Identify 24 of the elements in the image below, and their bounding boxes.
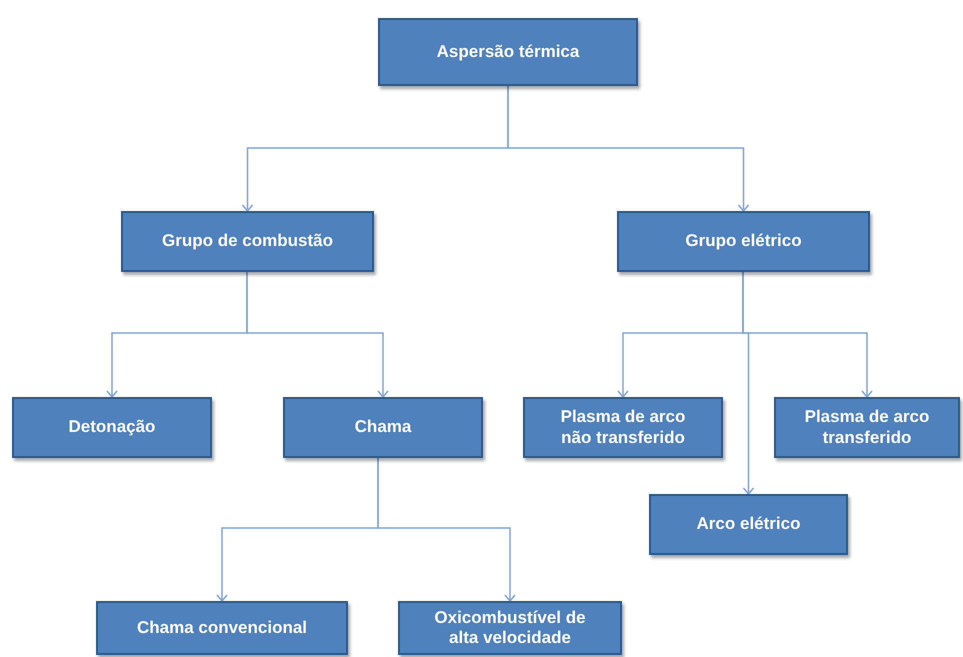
process-box [649, 494, 848, 555]
process-box [617, 211, 870, 272]
node-label: Grupo de combustão [162, 231, 333, 252]
process-box [121, 211, 374, 272]
node-label: Chama [354, 417, 412, 438]
node-label: Arco elétrico [696, 514, 800, 535]
process-box [774, 397, 960, 458]
process-box [12, 397, 212, 458]
connector-arrow [507, 86, 750, 212]
node-label: Chama convencional [136, 618, 308, 638]
node-label: Grupo elétrico [685, 231, 802, 252]
node-label: Oxicombustível de alta velocidade [433, 608, 587, 648]
process-box [378, 18, 638, 86]
node-label: Aspersão térmica [436, 42, 580, 62]
connector-arrow [377, 458, 516, 602]
connector-arrow [742, 272, 754, 495]
process-box [283, 397, 483, 458]
node-label: Detonação [68, 417, 156, 438]
connector-arrow [246, 272, 389, 398]
process-box [96, 601, 348, 655]
node-label: Plasma de arco não transferido [560, 407, 686, 448]
node-label: Plasma de arco transferido [804, 407, 930, 448]
process-box [398, 601, 622, 655]
process-box [523, 397, 723, 458]
